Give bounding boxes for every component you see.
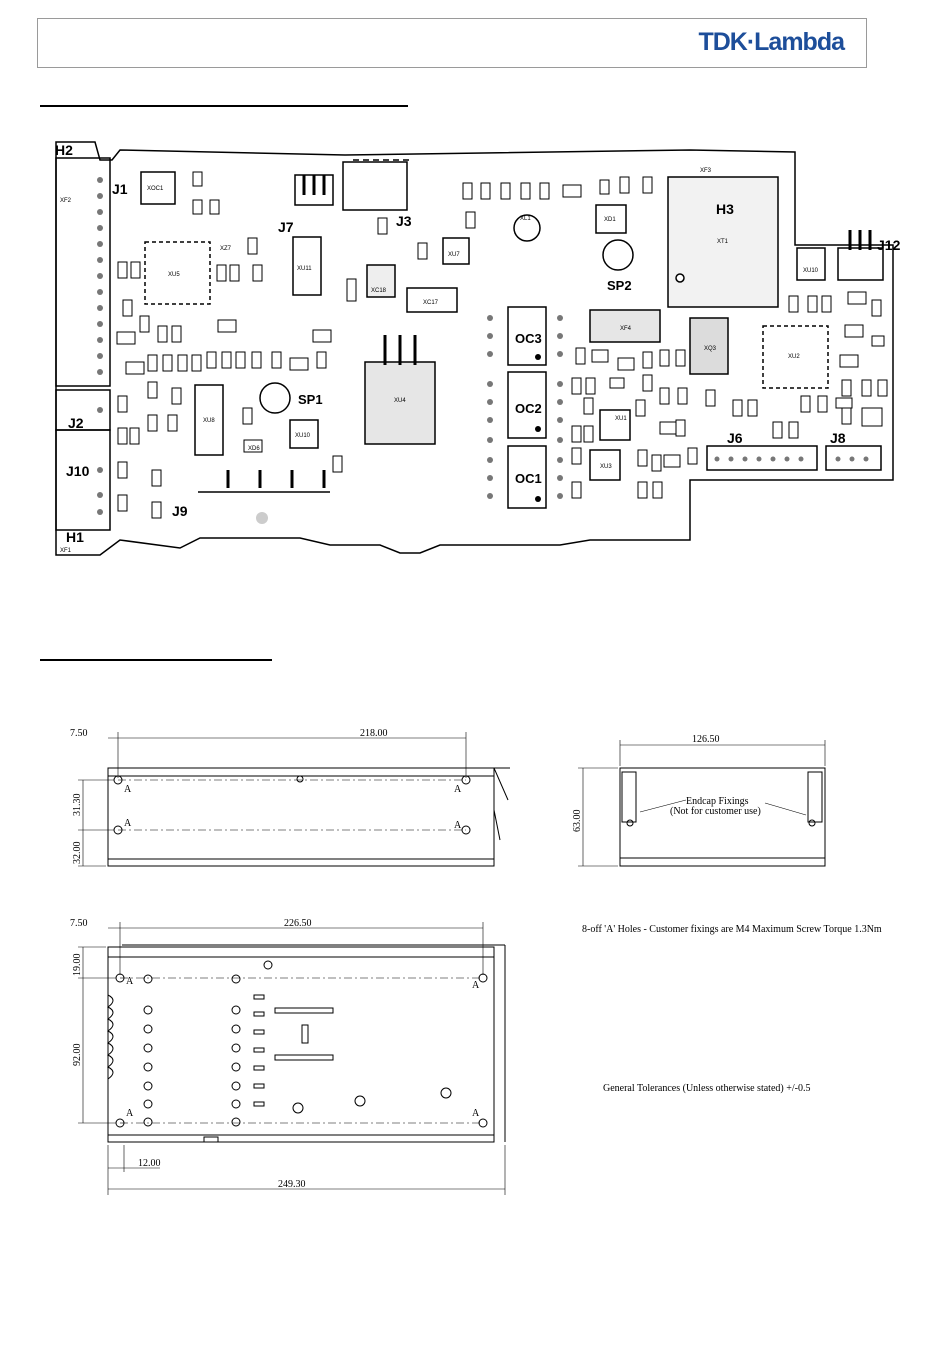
plan-view-drawing (78, 922, 506, 1195)
label-xq3: XQ3 (704, 346, 717, 352)
label-xu7: XU7 (448, 252, 460, 258)
dim-top-7-50: 7.50 (70, 728, 88, 739)
section-rule-bottom (40, 659, 272, 661)
hole-mark-a: A (124, 784, 132, 795)
dim-top-218: 218.00 (360, 728, 388, 739)
label-j7: J7 (278, 219, 294, 235)
label-oc3: OC3 (515, 331, 542, 346)
label-xf4: XF4 (620, 326, 632, 332)
label-xz7: XZ7 (220, 246, 232, 252)
dim-plan-249-30: 249.30 (278, 1179, 306, 1190)
dim-plan-92: 92.00 (72, 1044, 83, 1067)
label-h2: H2 (55, 142, 73, 158)
hole-mark-a: A (124, 818, 132, 829)
hole-mark-a: A (454, 820, 462, 831)
end-view-drawing (578, 740, 826, 867)
label-xu10-b: XU10 (295, 433, 311, 439)
label-xf3: XF3 (700, 168, 712, 174)
label-xu4: XU4 (394, 398, 406, 404)
hole-mark-a: A (472, 1108, 480, 1119)
label-sp2: SP2 (607, 278, 632, 293)
label-oc2: OC2 (515, 401, 542, 416)
label-j1: J1 (112, 181, 128, 197)
label-j6: J6 (727, 430, 743, 446)
label-sp1: SP1 (298, 392, 323, 407)
top-view-drawing (78, 732, 510, 867)
label-xc17: XC17 (423, 300, 439, 306)
label-j3: J3 (396, 213, 412, 229)
label-xu5: XU5 (168, 272, 180, 278)
label-xl1: XL1 (520, 216, 531, 222)
label-h1: H1 (66, 529, 84, 545)
label-xu1: XU1 (615, 416, 627, 422)
label-h3: H3 (716, 201, 734, 217)
label-xoc1: XOC1 (147, 186, 164, 192)
label-xc18: XC18 (371, 288, 387, 294)
label-xd6: XD6 (248, 446, 260, 452)
label-xu11: XU11 (297, 266, 312, 272)
label-xu8: XU8 (203, 418, 215, 424)
label-j2: J2 (68, 415, 84, 431)
label-xu3: XU3 (600, 464, 612, 470)
note-a-holes: 8-off 'A' Holes - Customer fixings are M… (582, 924, 882, 935)
pcb-layout (55, 141, 894, 556)
hole-mark-a: A (454, 784, 462, 795)
label-xu10: XU10 (803, 268, 819, 274)
label-j10: J10 (66, 463, 90, 479)
label-xt1: XT1 (717, 239, 729, 245)
tdk-lambda-logo: TDK·Lambda (698, 28, 845, 56)
label-j12: J12 (877, 237, 901, 253)
header-box: TDK·Lambda (37, 18, 867, 68)
label-oc1: OC1 (515, 471, 542, 486)
dim-plan-12: 12.00 (138, 1158, 161, 1169)
note-tolerances: General Tolerances (Unless otherwise sta… (603, 1083, 811, 1094)
hole-mark-a: A (126, 976, 134, 987)
label-xu2: XU2 (788, 354, 800, 360)
label-j9: J9 (172, 503, 188, 519)
endcap-fixings-note: (Not for customer use) (670, 806, 761, 817)
dim-end-126-50: 126.50 (692, 734, 720, 745)
label-xf1: XF1 (60, 548, 72, 554)
hole-mark-a: A (126, 1108, 134, 1119)
endcap-fixings-title: Endcap Fixings (686, 796, 749, 807)
dim-plan-226-50: 226.50 (284, 918, 312, 929)
dim-plan-19: 19.00 (72, 954, 83, 977)
label-xf2: XF2 (60, 198, 72, 204)
label-xd1: XD1 (604, 217, 616, 223)
dim-top-32: 32.00 (72, 842, 83, 865)
dim-top-31-30: 31.30 (72, 794, 83, 817)
dim-plan-7-50: 7.50 (70, 918, 88, 929)
label-j8: J8 (830, 430, 846, 446)
hole-mark-a: A (472, 980, 480, 991)
dim-end-63: 63.00 (572, 810, 583, 833)
section-rule-top (40, 105, 408, 107)
